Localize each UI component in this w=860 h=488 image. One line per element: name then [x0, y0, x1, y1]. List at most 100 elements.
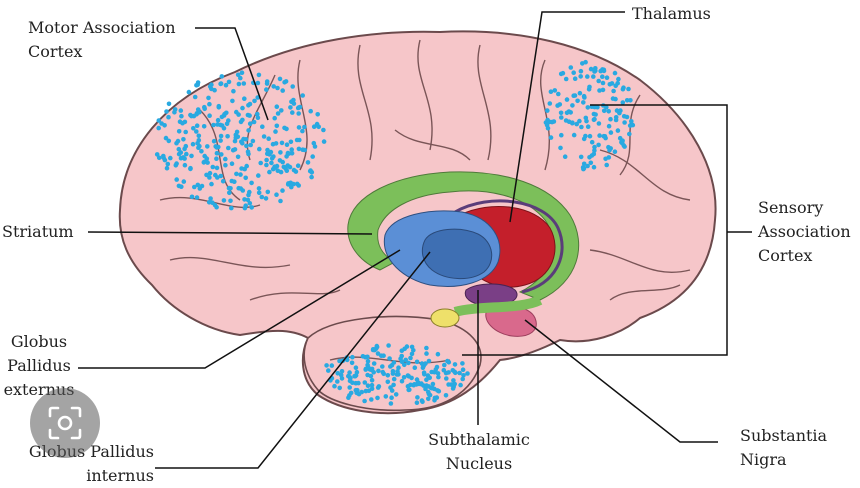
association-dot	[604, 75, 610, 80]
association-dot	[452, 381, 458, 387]
sulcus-line	[417, 39, 433, 151]
association-dot	[255, 173, 261, 178]
association-dot	[321, 139, 327, 144]
association-dot	[443, 393, 449, 398]
association-dot	[414, 377, 420, 382]
association-dot	[209, 181, 214, 187]
association-dot	[272, 164, 277, 169]
association-dot	[190, 141, 196, 147]
association-dot	[251, 119, 257, 125]
sulcus-line	[169, 256, 291, 269]
association-dot	[259, 194, 265, 200]
association-dot	[574, 121, 579, 127]
association-dot	[414, 400, 420, 406]
association-dot	[555, 103, 560, 108]
association-dot	[221, 126, 227, 131]
association-dot	[399, 378, 405, 384]
association-dot	[612, 70, 618, 76]
association-dot	[615, 128, 621, 133]
association-dot	[204, 172, 209, 178]
association-dot	[380, 364, 385, 369]
association-dot	[426, 391, 432, 397]
association-dot	[457, 370, 462, 376]
association-dot	[239, 166, 244, 171]
association-dot	[279, 140, 285, 146]
association-dot	[452, 362, 458, 367]
association-dot	[630, 122, 636, 128]
association-dot	[608, 116, 613, 122]
association-dot	[427, 375, 433, 381]
association-dot	[195, 141, 200, 146]
association-dot	[166, 114, 171, 120]
association-dot	[305, 160, 311, 165]
sulcus-line	[249, 289, 341, 301]
association-dot	[383, 394, 389, 399]
association-dot	[181, 179, 187, 184]
association-dot	[308, 108, 314, 114]
association-dot	[435, 351, 441, 357]
association-dot	[316, 124, 322, 130]
association-dot	[348, 390, 354, 396]
association-dot	[273, 129, 278, 134]
association-dot	[241, 81, 247, 86]
association-dot	[178, 155, 184, 161]
association-dot	[180, 120, 185, 126]
association-dot	[460, 367, 466, 373]
association-dot	[226, 79, 232, 85]
association-dot	[445, 358, 450, 364]
association-dot	[207, 113, 212, 118]
association-dot	[195, 182, 201, 188]
association-dot	[321, 127, 326, 133]
association-dot	[577, 118, 582, 124]
association-dot	[300, 147, 306, 152]
association-dot	[175, 138, 181, 144]
association-dot	[604, 162, 609, 168]
association-dot	[578, 154, 584, 160]
association-dot	[226, 118, 231, 123]
association-dot	[626, 86, 631, 92]
association-dot	[442, 362, 447, 368]
leader-sensory-bracket	[462, 104, 728, 356]
association-dot	[335, 379, 340, 384]
association-dot	[188, 165, 193, 171]
association-dot	[249, 180, 254, 186]
association-dot	[252, 98, 257, 104]
sulcus-line	[199, 109, 241, 201]
association-dot	[255, 80, 261, 86]
association-dot	[365, 354, 370, 360]
association-dot	[401, 375, 407, 380]
association-dot	[344, 357, 350, 363]
association-dot	[578, 74, 583, 79]
association-dot	[548, 135, 554, 140]
association-dot	[566, 119, 572, 124]
association-dot	[205, 144, 210, 149]
association-dot	[436, 388, 442, 394]
association-dot	[597, 88, 602, 93]
association-dot	[206, 200, 212, 205]
lens-search-button[interactable]	[30, 388, 100, 458]
association-dot	[434, 395, 440, 400]
association-dot	[597, 133, 602, 138]
association-dot	[350, 354, 355, 360]
association-dot	[207, 101, 212, 107]
association-dot	[559, 132, 564, 138]
association-dot	[172, 110, 177, 115]
association-dot	[242, 96, 247, 101]
association-dot	[592, 116, 597, 122]
association-dot	[274, 104, 280, 109]
association-dot	[282, 125, 287, 131]
association-dot	[396, 365, 401, 371]
association-dot	[441, 367, 447, 373]
association-dot	[391, 382, 396, 388]
association-dot	[587, 155, 592, 160]
association-dot	[596, 142, 601, 148]
association-dot	[628, 98, 633, 103]
label-sensory-association-cortex: Sensory Association Cortex	[758, 198, 851, 265]
association-dot	[282, 80, 287, 85]
association-dot	[238, 186, 244, 191]
association-dot	[571, 70, 576, 75]
association-dot	[385, 379, 391, 385]
association-dot	[269, 156, 275, 161]
association-dot	[434, 364, 440, 370]
